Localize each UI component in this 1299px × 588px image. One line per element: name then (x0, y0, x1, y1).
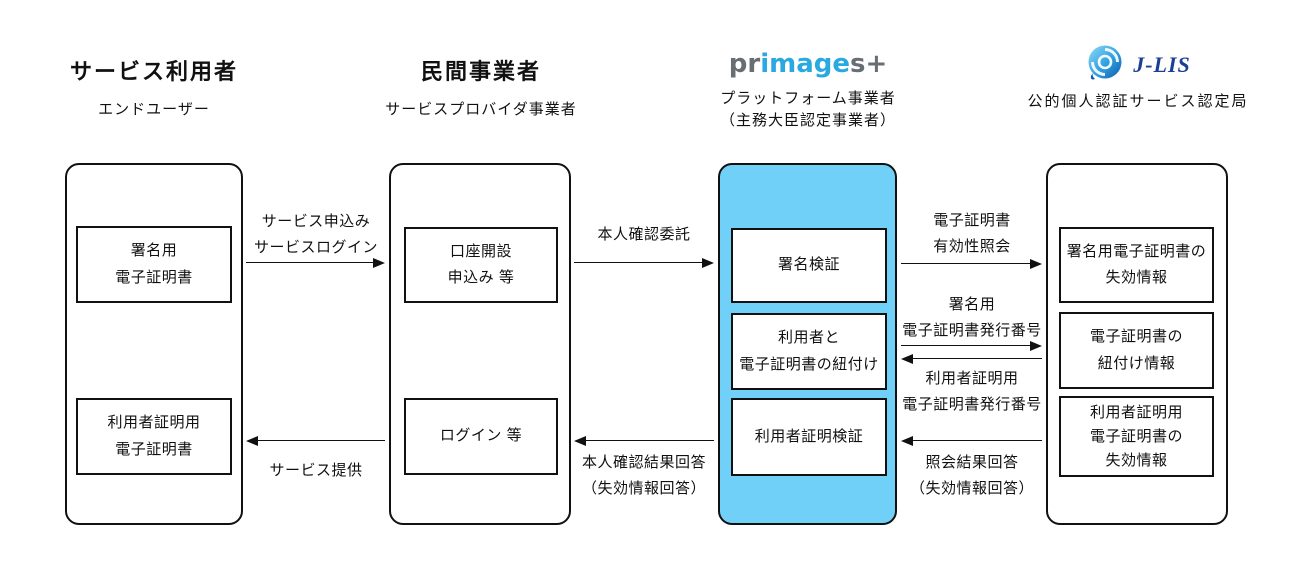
header-service-user: サービス利用者 エンドユーザー (4, 54, 304, 122)
arrowhead-right-icon (702, 258, 714, 268)
jlis-swirl-icon (1085, 43, 1125, 88)
arrowhead-right-icon (1030, 341, 1042, 351)
box-user-cert-revocation: 利用者証明用 電子証明書の 失効情報 (1059, 396, 1214, 477)
column-title-private-business: 民間事業者 (420, 59, 541, 84)
box-account-opening: 口座開設 申込み 等 (404, 227, 558, 303)
label-validity-inquiry: 電子証明書 有効性照会 (933, 212, 1011, 255)
label-service-provide: サービス提供 (269, 462, 363, 479)
column-subtitle-jlis: 公的個人認証サービス認定局 (1027, 93, 1249, 110)
jlis-logo-text: J-LIS (1133, 52, 1191, 77)
arrowhead-left-icon (901, 354, 913, 364)
label-user-cert-serial: 利用者証明用 電子証明書発行番号 (902, 370, 1042, 413)
arrow-shaft (255, 440, 385, 441)
arrowhead-left-icon (901, 436, 913, 446)
label-identity-result: 本人確認結果回答 （失効情報回答） (581, 454, 706, 497)
arrow-shaft (246, 262, 376, 263)
box-signature-cert-revocation: 署名用電子証明書の 失効情報 (1059, 227, 1214, 303)
arrow-shaft (910, 440, 1042, 441)
arrow-identity-request (574, 257, 714, 269)
arrowhead-right-icon (1030, 259, 1042, 269)
column-title-service-user: サービス利用者 (69, 59, 238, 84)
arrowhead-right-icon (373, 258, 385, 268)
arrow-validity-inquiry (901, 258, 1042, 270)
label-service-apply: サービス申込み サービスログイン (253, 213, 378, 256)
arrow-inquiry-result (901, 435, 1042, 447)
arrowhead-left-icon (574, 436, 586, 446)
arrow-shaft (901, 263, 1033, 264)
arrow-signature-serial (901, 340, 1042, 352)
box-cert-link-info: 電子証明書の 紐付け情報 (1059, 312, 1214, 389)
primages-logo-part1: pr (728, 49, 761, 79)
arrow-identity-result (574, 435, 714, 447)
column-subtitle-private-business: サービスプロバイダ事業者 (385, 101, 577, 118)
box-user-cert-verification: 利用者証明検証 (731, 398, 887, 476)
label-signature-serial: 署名用 電子証明書発行番号 (902, 296, 1042, 339)
primages-logo: primages+ (658, 50, 958, 79)
header-jlis: J-LIS 公的個人認証サービス認定局 (988, 44, 1288, 114)
arrow-shaft (574, 262, 705, 263)
box-user-cert-linking: 利用者と 電子証明書の紐付け (731, 313, 887, 390)
box-login: ログイン 等 (404, 398, 558, 475)
label-identity-request: 本人確認委託 (597, 226, 691, 243)
column-subtitle-service-user: エンドユーザー (98, 101, 210, 118)
header-platform-operator: primages+ プラットフォーム事業者 （主務大臣認定事業者） (658, 50, 958, 133)
box-signature-verification: 署名検証 (731, 228, 887, 303)
column-subtitle-platform-operator: プラットフォーム事業者 （主務大臣認定事業者） (719, 89, 896, 130)
primages-logo-part3: s+ (849, 49, 888, 79)
jlis-logo: J-LIS (988, 44, 1288, 86)
arrow-shaft (583, 440, 714, 441)
arrow-user-cert-serial (901, 353, 1042, 365)
header-private-business: 民間事業者 サービスプロバイダ事業者 (331, 54, 631, 122)
arrowhead-left-icon (246, 436, 258, 446)
arrow-shaft (910, 358, 1042, 359)
arrow-shaft (901, 345, 1033, 346)
arrow-service-apply (246, 257, 385, 269)
box-signature-certificate: 署名用 電子証明書 (76, 226, 232, 303)
primages-logo-part2: image (760, 49, 850, 79)
box-user-certificate: 利用者証明用 電子証明書 (76, 398, 232, 475)
arrow-service-provide (246, 435, 385, 447)
label-inquiry-result: 照会結果回答 （失効情報回答） (909, 454, 1034, 497)
